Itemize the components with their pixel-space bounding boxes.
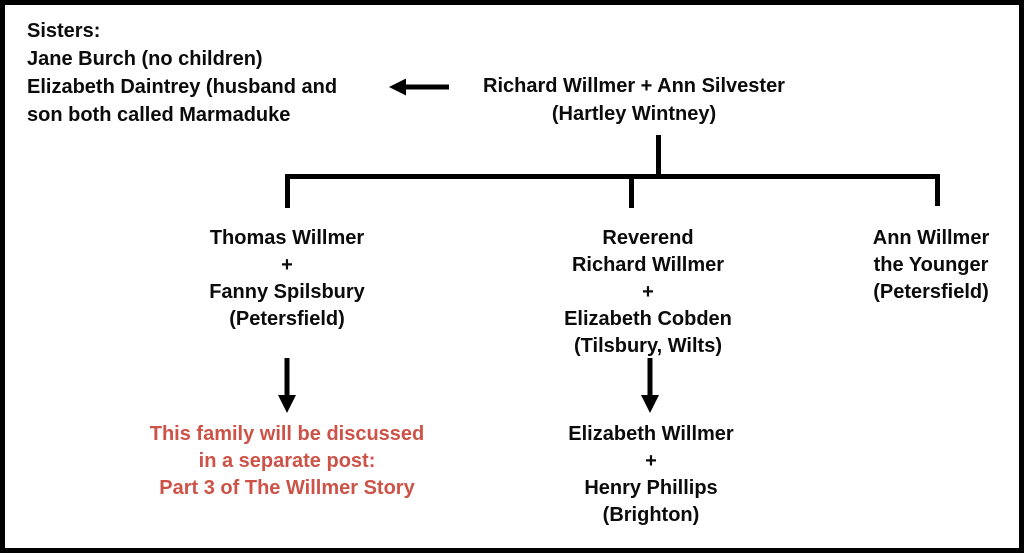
child-line: the Younger — [873, 254, 989, 276]
parents-couple: Richard Willmer + Ann Silvester (Hartley… — [458, 72, 810, 128]
separate-post-note-line: in a separate post: — [198, 450, 376, 472]
sisters-note-line: son both called Marmaduke — [27, 104, 291, 126]
separate-post-note-line: Part 3 of The Willmer Story — [159, 477, 415, 499]
grandchild-line: Henry Phillips — [584, 477, 718, 499]
child-line: Reverend — [602, 227, 694, 249]
separate-post-note: This family will be discussed in a separ… — [107, 421, 467, 502]
sisters-note-line: Jane Burch (no children) — [27, 48, 263, 70]
down-arrow-icon — [278, 358, 296, 413]
child-reverend-richard-willmer: Reverend Richard Willmer + Elizabeth Cob… — [496, 225, 800, 360]
drop-line-thomas — [285, 174, 290, 208]
parents-names: Richard Willmer + Ann Silvester — [483, 75, 785, 97]
sisters-note-line: Elizabeth Daintrey (husband and — [27, 76, 338, 98]
child-line: Fanny Spilsbury — [209, 281, 365, 303]
drop-line-ann — [935, 174, 940, 206]
child-line: Thomas Willmer — [209, 227, 365, 249]
grandchild-line: (Brighton) — [602, 504, 700, 526]
parents-place: (Hartley Wintney) — [551, 103, 717, 125]
child-line: Richard Willmer — [571, 254, 725, 276]
child-line: (Tilsbury, Wilts) — [574, 335, 722, 357]
child-line: + — [642, 281, 654, 303]
drop-line-reverend — [629, 174, 634, 208]
sisters-note-line: Sisters: — [27, 20, 101, 42]
sibling-horizontal-line — [285, 174, 940, 179]
down-arrow-icon — [641, 358, 659, 413]
child-line: Elizabeth Cobden — [564, 308, 732, 330]
child-thomas-willmer: Thomas Willmer + Fanny Spilsbury (Peters… — [137, 225, 437, 333]
left-arrow-icon — [389, 78, 449, 96]
child-line: Ann Willmer — [872, 227, 990, 249]
child-ann-willmer: Ann Willmer the Younger (Petersfield) — [842, 225, 1019, 306]
grandchild-line: + — [645, 450, 657, 472]
child-line: + — [281, 254, 293, 276]
parent-stem-line — [656, 135, 661, 178]
separate-post-note-line: This family will be discussed — [149, 423, 425, 445]
child-line: (Petersfield) — [229, 308, 345, 330]
child-line: (Petersfield) — [873, 281, 989, 303]
sisters-note: Sisters: Jane Burch (no children) Elizab… — [27, 17, 337, 129]
grandchild-line: Elizabeth Willmer — [568, 423, 734, 445]
grandchild-elizabeth-willmer: Elizabeth Willmer + Henry Phillips (Brig… — [501, 421, 801, 529]
